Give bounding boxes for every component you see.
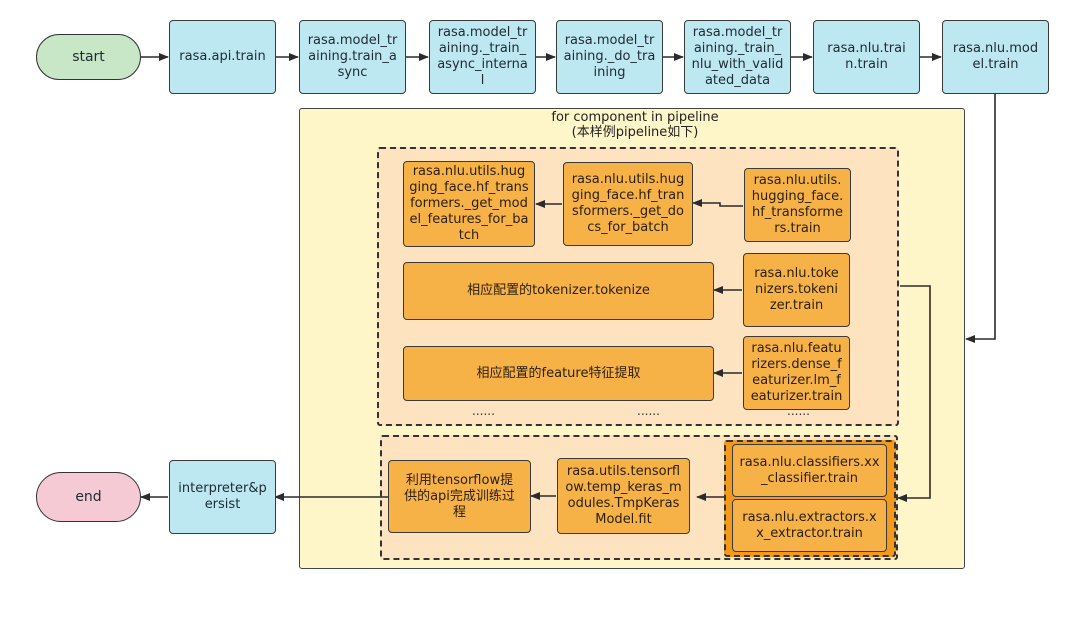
start-node: start (36, 34, 141, 80)
train-async-internal-node: rasa.model_training._train_async_interna… (429, 20, 536, 94)
end-node: end (36, 472, 141, 522)
feature-extract-node: 相应配置的feature特征提取 (403, 346, 714, 401)
ellipsis-left: ...... (472, 404, 495, 418)
ellipsis-middle: ...... (637, 404, 660, 418)
hf-transformers-train-node: rasa.nlu.utils.hugging_face.hf_transform… (744, 168, 851, 242)
get-model-features-for-batch-node: rasa.nlu.utils.hugging_face.hf_transform… (403, 161, 535, 247)
classifier-train-node: rasa.nlu.classifiers.xx_classifier.train (732, 444, 887, 497)
loop-title: for component in pipeline (本样例pipeline如下… (470, 110, 800, 140)
lm-featurizer-train-node: rasa.nlu.featurizers.dense_featurizer.lm… (743, 336, 850, 410)
train-nlu-with-validated-data-node: rasa.model_training._train_nlu_with_vali… (684, 20, 791, 94)
get-docs-for-batch-node: rasa.nlu.utils.hugging_face.hf_transform… (563, 162, 693, 246)
do-training-node: rasa.model_training._do_training (556, 20, 663, 94)
train-async-node: rasa.model_training.train_async (299, 20, 406, 94)
tokenizers-train-node: rasa.nlu.tokenizers.tokenizer.train (743, 253, 850, 327)
tokenize-node: 相应配置的tokenizer.tokenize (403, 262, 714, 320)
nlu-train-node: rasa.nlu.train.train (813, 20, 920, 94)
tensorflow-train-node: 利用tensorflow提供的api完成训练过程 (388, 460, 531, 533)
interpreter-persist-node: interpreter&persist (169, 460, 276, 534)
edge-model-train-to-pipeline (965, 94, 996, 343)
loop-title-line1: for component in pipeline (551, 110, 719, 125)
loop-title-line2: (本样例pipeline如下) (571, 125, 699, 140)
extractor-train-node: rasa.nlu.extractors.xx_extractor.train (732, 499, 887, 552)
ellipsis-right: ...... (787, 404, 810, 418)
nlu-model-train-node: rasa.nlu.model.train (942, 20, 1049, 94)
tmp-keras-model-fit-node: rasa.utils.tensorflow.temp_keras_modules… (557, 458, 690, 534)
rasa-api-train-node: rasa.api.train (169, 20, 276, 94)
